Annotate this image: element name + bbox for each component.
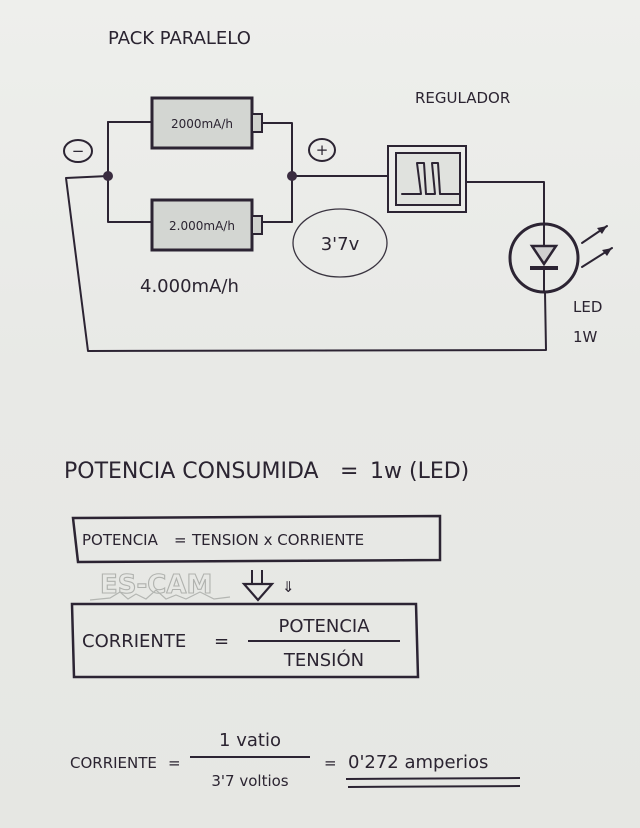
formula-power-consumed: POTENCIA CONSUMIDA = 1w (LED) <box>64 459 469 484</box>
power-definition-rhs: TENSION x CORRIENTE <box>191 531 364 549</box>
battery-bottom: 2.000mA/h <box>150 198 263 252</box>
battery-top: 2000mA/h <box>150 96 263 150</box>
diagram-title: PACK PARALELO <box>108 28 251 49</box>
battery-top-terminal <box>251 113 263 133</box>
junction-negative <box>103 171 113 181</box>
power-definition-box <box>71 514 442 564</box>
wire-return <box>65 175 547 352</box>
watermark-waveform <box>89 589 231 601</box>
current-definition-lhs: CORRIENTE <box>82 631 186 652</box>
result-underline-2 <box>347 785 521 788</box>
circuit-wires <box>65 121 547 352</box>
current-definition-box <box>70 602 420 679</box>
power-definition-equals: = <box>174 531 187 549</box>
implies-symbol: ⇓ <box>282 578 295 596</box>
current-result-result-equals: = <box>324 754 337 772</box>
junction-positive <box>287 171 297 181</box>
current-definition-equals: = <box>214 631 229 652</box>
current-definition-numerator: POTENCIA <box>278 616 370 637</box>
current-result-equals: = <box>168 754 181 772</box>
watermark-text: ES-CAM <box>100 570 212 600</box>
minus-icon: − <box>72 142 85 160</box>
diode-triangle-icon <box>529 244 559 267</box>
battery-bottom-label: 2.000mA/h <box>169 219 235 233</box>
power-consumed-equals: = <box>340 459 358 484</box>
regulator: REGULADOR <box>387 89 510 213</box>
power-definition-lhs: POTENCIA <box>82 531 159 549</box>
regulator-outer-box <box>387 145 467 213</box>
voltage-label: 3'7v <box>321 234 360 255</box>
regulator-pulse-icon <box>401 162 461 195</box>
positive-terminal-symbol: + <box>308 138 336 162</box>
power-consumed-lhs: POTENCIA CONSUMIDA <box>64 459 319 484</box>
current-definition-denominator: TENSIÓN <box>283 649 364 671</box>
wire-regulator-to-led <box>465 181 545 225</box>
pack-capacity-label: 4.000mA/h <box>140 276 239 297</box>
result-underline-1 <box>345 777 521 780</box>
watermark: ES-CAM <box>89 569 231 601</box>
formula-current-result: CORRIENTE = 1 vatio 3'7 voltios = 0'272 … <box>70 730 521 790</box>
voltage-bubble: 3'7v <box>292 208 388 278</box>
current-result-value: 0'272 amperios <box>348 752 488 773</box>
led-label: LED <box>573 298 602 316</box>
current-result-numerator: 1 vatio <box>219 730 281 751</box>
battery-top-label: 2000mA/h <box>171 117 233 131</box>
regulator-label: REGULADOR <box>415 89 510 107</box>
negative-terminal-symbol: − <box>63 139 93 163</box>
formula-power-definition: POTENCIA = TENSION x CORRIENTE <box>71 514 442 564</box>
formula-current-definition: CORRIENTE = POTENCIA TENSIÓN <box>70 602 420 679</box>
battery-bottom-terminal <box>251 215 263 235</box>
battery-top-body <box>150 96 254 150</box>
led-power-label: 1W <box>573 328 598 346</box>
current-result-denominator: 3'7 voltios <box>211 772 288 790</box>
wire-right-branch <box>261 122 293 223</box>
implies-arrow-icon: ⇓ <box>241 570 295 602</box>
plus-icon: + <box>316 141 329 159</box>
led: LED 1W <box>508 222 613 346</box>
regulator-inner-box <box>395 152 461 206</box>
power-consumed-rhs: 1w (LED) <box>370 459 469 484</box>
current-result-lhs: CORRIENTE <box>70 754 157 772</box>
wire-left-branch <box>107 121 153 223</box>
